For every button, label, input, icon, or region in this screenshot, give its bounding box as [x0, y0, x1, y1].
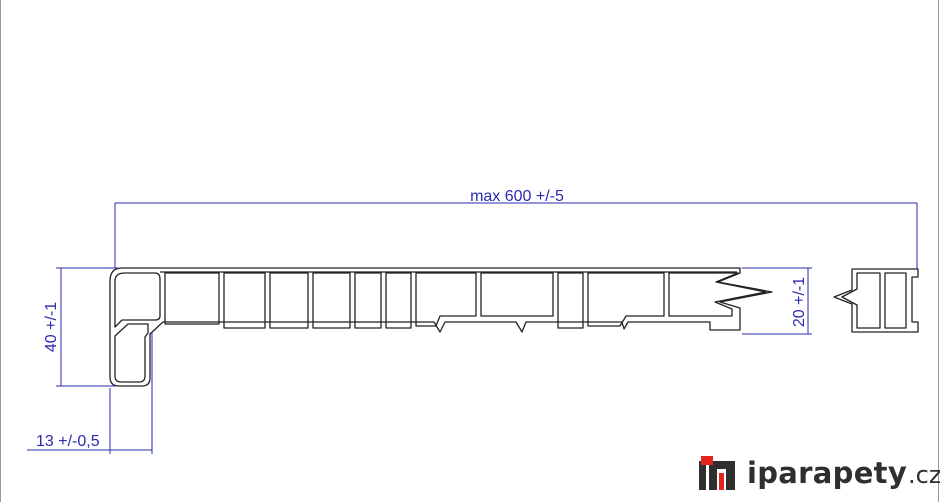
brand-name: iparapety [747, 456, 908, 490]
dim-width-label: max 600 +/-5 [470, 188, 564, 205]
chamber-1 [164, 272, 220, 325]
brand-tld: .cz [908, 460, 940, 489]
chamber-9 [557, 272, 584, 329]
chamber-8 [480, 272, 554, 317]
dim-nose-label: 13 +/-0,5 [36, 433, 100, 450]
nose-chamber-lower [114, 323, 149, 383]
dimension-lines [27, 202, 918, 454]
dim-height-label: 40 +/-1 [43, 302, 60, 352]
end-cap-outline [833, 268, 919, 333]
chamber-7 [415, 272, 477, 327]
brand-logo: iparapety .cz [699, 456, 940, 490]
chamber-5 [354, 272, 382, 329]
brand-logo-icon [699, 456, 735, 490]
chamber-3 [269, 272, 309, 329]
chamber-4 [312, 272, 351, 329]
chamber-10 [587, 272, 665, 327]
dim-tongue-label: 20 +/-1 [791, 277, 808, 327]
chamber-11 [668, 272, 767, 317]
profile-outer-outline [109, 267, 773, 387]
end-cap-chamber [884, 272, 907, 329]
chamber-2 [223, 272, 266, 329]
end-cap [833, 268, 919, 333]
chamber-6 [385, 272, 412, 329]
nose-chamber-upper [114, 272, 161, 328]
sill-profile [109, 267, 773, 387]
end-cap-inner [841, 272, 881, 329]
